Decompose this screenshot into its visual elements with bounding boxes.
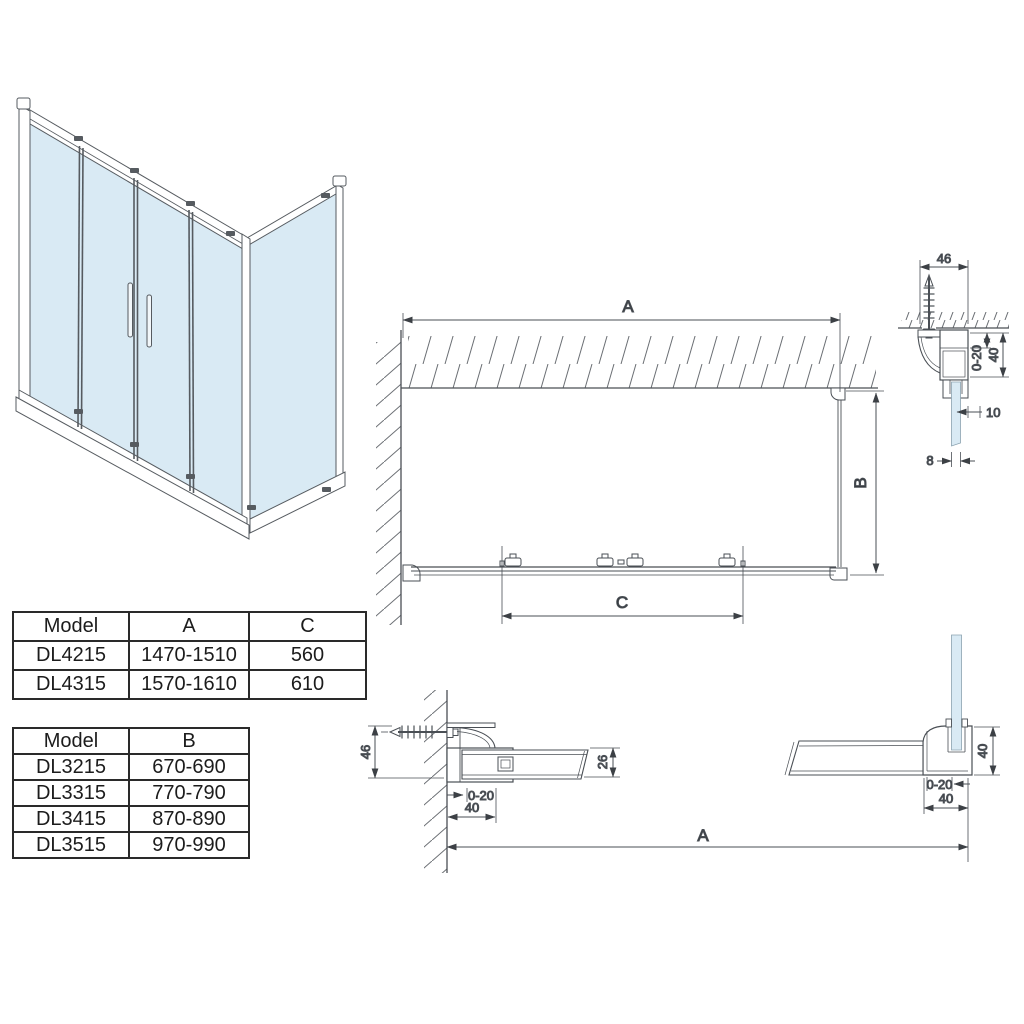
corner-profile-detail: 40 0-20 40 [784, 634, 1000, 862]
model-cell: DL4215 [12, 640, 130, 671]
a-cell: 1570-1610 [128, 669, 250, 700]
front-base-sill [15, 396, 250, 540]
table-row: DL3515 970-990 [12, 831, 250, 859]
dim-label-b: B [851, 477, 870, 488]
glass-pane-section [951, 634, 962, 751]
table-row: DL3315 770-790 [12, 779, 250, 807]
dim-label-46: 46 [358, 745, 373, 759]
dim-label-46: 46 [937, 251, 951, 266]
dim-label-40-bottom: 40 [939, 791, 953, 806]
glass-pane-section [951, 381, 961, 447]
c-cell: 560 [248, 640, 367, 671]
dimension-c: C [501, 546, 744, 624]
dim-label-40: 40 [986, 348, 1001, 362]
isometric-view [15, 97, 347, 540]
model-cell: DL3315 [12, 779, 130, 807]
corner-post [241, 233, 251, 531]
header-c: C [248, 611, 367, 642]
ceiling-hatch [901, 312, 1009, 328]
dim-label-40-side: 40 [975, 744, 990, 758]
c-cell: 610 [248, 669, 367, 700]
left-post-cap [16, 97, 31, 110]
door-rollers [499, 553, 746, 567]
table-header-row: Model B [12, 727, 250, 755]
screw-icon [381, 725, 459, 739]
dimension-rail-height: 26 [584, 747, 620, 778]
model-cell: DL3515 [12, 831, 130, 859]
wall-profile-detail-top: 46 0-20 40 10 8 [898, 251, 1009, 469]
dim-label-40: 40 [465, 800, 479, 815]
dim-label-8: 8 [926, 453, 933, 468]
screw-icon [922, 273, 936, 339]
b-cell: 970-990 [128, 831, 250, 859]
dimension-total-width: A [446, 826, 969, 851]
right-post [335, 183, 344, 483]
door-rail [784, 740, 924, 776]
dimension-b: B [846, 390, 884, 576]
dimension-depth: 40 [447, 800, 496, 821]
side-glass-plan [837, 397, 842, 567]
table-row: DL3415 870-890 [12, 805, 250, 833]
table-row: DL4315 1570-1610 610 [12, 669, 367, 700]
dim-label-0-20: 0-20 [468, 788, 494, 803]
b-cell: 770-790 [128, 779, 250, 807]
wall-hatch-left [376, 342, 401, 625]
dim-label-10: 10 [986, 405, 1000, 420]
wall-bracket [917, 329, 941, 374]
corner-bracket-left [402, 564, 421, 582]
model-cell: DL4315 [12, 669, 130, 700]
dim-label-26: 26 [595, 755, 610, 769]
right-post-cap [332, 175, 347, 187]
dim-label-a-total: A [697, 826, 709, 845]
wall-hatch [424, 690, 447, 873]
model-table-ac: Model A C DL4215 1470-1510 560 DL4315 15… [12, 611, 367, 700]
b-cell: 870-890 [128, 805, 250, 833]
dimension-a: A [402, 297, 841, 392]
model-cell: DL3415 [12, 805, 130, 833]
wall-profile-detail-bottom: 46 26 0-20 [358, 690, 620, 873]
a-cell: 1470-1510 [128, 640, 250, 671]
dimension-height: 40 [974, 726, 1000, 776]
dim-label-c: C [616, 593, 628, 612]
header-b: B [128, 727, 250, 755]
table-row: DL3215 670-690 [12, 753, 250, 781]
dimension-glass-offset: 10 [956, 405, 1001, 421]
door-rail [461, 749, 589, 780]
dim-label-a: A [622, 297, 634, 316]
corner-bracket-top [830, 387, 846, 401]
header-a: A [128, 611, 250, 642]
dimension-adjust-height: 0-20 40 [969, 332, 1009, 378]
dimension-adjust: 0-20 [926, 777, 970, 793]
dimension-adjust: 0-20 [447, 788, 497, 823]
model-cell: DL3215 [12, 753, 130, 781]
dimension-glass-thickness: 8 [926, 452, 975, 469]
table-row: DL4215 1470-1510 560 [12, 640, 367, 671]
dim-label-0-20: 0-20 [926, 777, 952, 792]
dim-label-0-20: 0-20 [969, 345, 984, 371]
dimension-profile-width: 46 [358, 725, 444, 779]
model-table-b: Model B DL3215 670-690 DL3315 770-790 DL… [12, 727, 250, 859]
wall-hatch-top [408, 336, 876, 388]
door-handles [127, 282, 152, 348]
corner-bracket-right [829, 567, 848, 581]
roller-fittings [74, 136, 331, 510]
left-post [18, 104, 31, 403]
plan-view: A B C [376, 297, 884, 625]
door-mullions [77, 145, 195, 494]
dimension-profile-width: 46 [919, 251, 969, 324]
side-base-sill [249, 471, 346, 534]
header-model: Model [12, 611, 130, 642]
header-model: Model [12, 727, 130, 755]
b-cell: 670-690 [128, 753, 250, 781]
table-header-row: Model A C [12, 611, 367, 642]
door-track [411, 566, 836, 576]
